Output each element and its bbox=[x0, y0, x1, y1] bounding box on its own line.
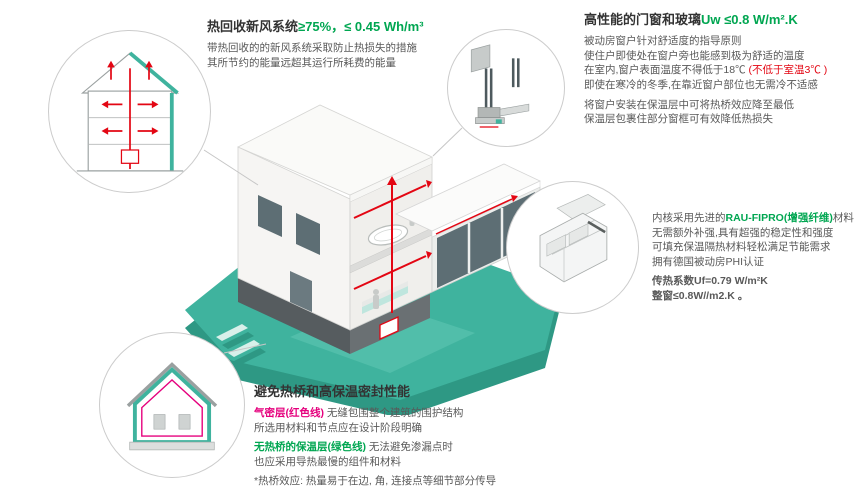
window-section-illustration bbox=[470, 44, 530, 128]
profile-line-1-material: RAU-FIPRO(增强纤维) bbox=[725, 212, 833, 224]
heat-recovery-title: 热回收新风系统≥75%，≤ 0.45 Wh/m³ bbox=[207, 19, 462, 35]
thermal-line-4: 也应采用导热最慢的组件和材料 bbox=[254, 456, 401, 469]
windows-line-3-text: 在室内,窗户表面温度不得低于18℃ bbox=[584, 64, 749, 77]
airtight-layer-label: 气密层(红色线) bbox=[254, 407, 324, 420]
profile-section: 内核采用先进的RAU-FIPRO(增强纤维)材料 无需额外补强,具有超强的稳定性… bbox=[652, 211, 864, 304]
heat-recovery-title-value: ≥75%，≤ 0.45 Wh/m³ bbox=[298, 19, 424, 34]
profile-line-1: 内核采用先进的RAU-FIPRO(增强纤维)材料 bbox=[652, 211, 864, 226]
thermal-envelope-circle bbox=[99, 332, 245, 478]
house-cutaway-illustration bbox=[185, 104, 560, 415]
envelope-section-illustration bbox=[126, 362, 218, 451]
duct-arrows bbox=[387, 176, 518, 259]
thermal-line-3: 无热桥的保温层(绿色线) 无法避免渗漏点时 bbox=[254, 440, 564, 455]
thermal-section: 避免热桥和高保温密封性能 气密层(红色线) 无缝包围整个建筑的围护结构 所选用材… bbox=[254, 384, 564, 488]
heat-recovery-line-1: 带热回收的的新风系统采取防止热损失的措施 bbox=[207, 42, 417, 55]
windows-section: 高性能的门窗和玻璃Uw ≤0.8 W/m².K 被动房窗户针对舒适度的指导原则 … bbox=[584, 12, 860, 127]
profile-window-u-value: 整窗≤0.8W//m2.K 。 bbox=[652, 289, 749, 302]
windows-title: 高性能的门窗和玻璃Uw ≤0.8 W/m².K bbox=[584, 12, 860, 28]
heat-recovery-line-2: 其所节约的能量远超其运行所耗费的能量 bbox=[207, 56, 396, 69]
insulation-layer-label: 无热桥的保温层(绿色线) bbox=[254, 441, 366, 454]
thermal-line-3-rest: 无法避免渗漏点时 bbox=[366, 441, 453, 454]
heat-recovery-detail-circle bbox=[48, 30, 211, 193]
profile-line-1-a: 内核采用先进的 bbox=[652, 212, 726, 224]
frame-profile-illustration bbox=[539, 193, 607, 282]
ventilation-section-illustration bbox=[76, 51, 183, 171]
basement-level bbox=[238, 278, 430, 354]
window-detail-circle bbox=[447, 29, 565, 147]
windows-title-value: Uw ≤0.8 W/m².K bbox=[701, 12, 798, 27]
main-house-block bbox=[237, 104, 433, 331]
profile-line-4: 拥有德国被动房PHI认证 bbox=[652, 255, 765, 268]
windows-title-text: 高性能的门窗和玻璃 bbox=[584, 12, 702, 27]
profile-line-2: 无需额外补强,具有超强的稳定性和强度 bbox=[652, 226, 834, 239]
profile-detail-circle bbox=[506, 181, 639, 314]
thermal-line-1-rest: 无缝包围整个建筑的围护结构 bbox=[324, 407, 464, 420]
windows-line-2: 使住户即使处在窗户旁也能感到极为舒适的温度 bbox=[584, 49, 805, 62]
windows-line-3-note: (不低于室温3℃ ) bbox=[748, 64, 828, 77]
windows-line-5: 将窗户安装在保温层中可将热桥效应降至最低 bbox=[584, 98, 794, 111]
windows-line-6: 保温层包裹住部分窗框可有效降低热损失 bbox=[584, 113, 773, 126]
profile-line-1-b: 材料 bbox=[832, 212, 854, 224]
windows-line-4: 即使在寒冷的冬季,在靠近窗户部位也无需冷不适感 bbox=[584, 79, 818, 92]
thermal-line-2: 所选用材料和节点应在设计阶段明确 bbox=[254, 421, 422, 434]
thermal-footnote: *热桥效应: 热量易于在边, 角, 连接点等细节部分传导 bbox=[254, 474, 497, 487]
heat-recovery-section: 热回收新风系统≥75%，≤ 0.45 Wh/m³ 带热回收的的新风系统采取防止热… bbox=[207, 19, 462, 70]
ventilation-ducts bbox=[353, 183, 513, 313]
thermal-line-1: 气密层(红色线) 无缝包围整个建筑的围护结构 bbox=[254, 406, 564, 421]
profile-line-3: 可填充保温隔热材料轻松满足节能需求 bbox=[652, 241, 831, 254]
profile-u-value: 传热系数Uf=0.79 W/m²K bbox=[652, 275, 768, 288]
windows-line-1: 被动房窗户针对舒适度的指导原则 bbox=[584, 35, 742, 48]
heat-recovery-title-text: 热回收新风系统 bbox=[207, 19, 299, 34]
windows-line-3: 在室内,窗户表面温度不得低于18℃ (不低于室温3℃ ) bbox=[584, 63, 860, 78]
thermal-title: 避免热桥和高保温密封性能 bbox=[254, 384, 411, 399]
